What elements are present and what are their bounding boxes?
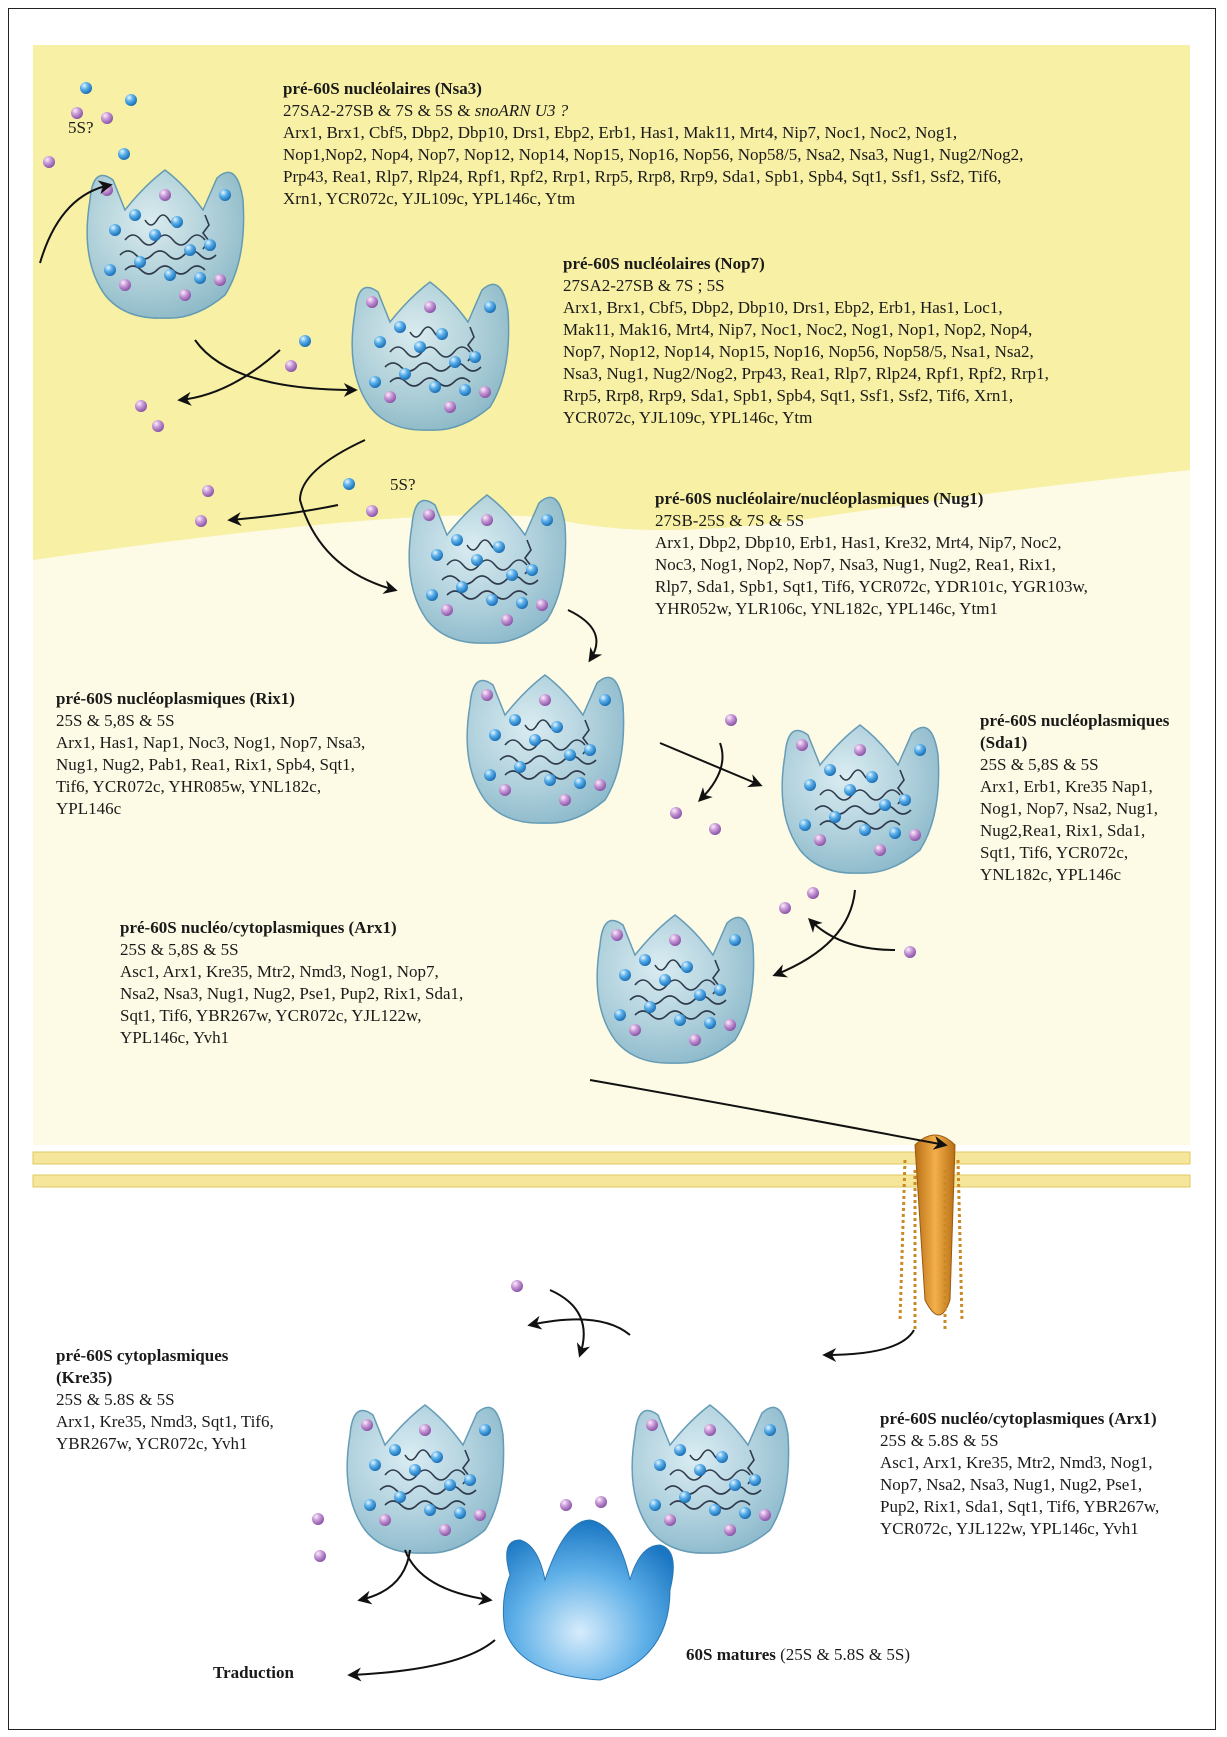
protein-line: Nog1, Nop7, Nsa2, Nug1,: [980, 798, 1210, 820]
stage-label-arx1-cytoplasmic: pré-60S nucléo/cytoplasmiques (Arx1) 25S…: [880, 1408, 1210, 1540]
protein-line: YHR052w, YLR106c, YNL182c, YPL146c, Ytm1: [655, 598, 1195, 620]
rna-species: 25S & 5,8S & 5S: [120, 939, 570, 961]
stage-label-nsa3: pré-60S nucléolaires (Nsa3) 27SA2-27SB &…: [283, 78, 1203, 210]
pre60s-particle-arx1-cyto: [632, 1405, 788, 1553]
rna-species: 27SA2-27SB & 7S & 5S & snoARN U3 ?: [283, 100, 1203, 122]
stage-title: pré-60S nucléo/cytoplasmiques (Arx1): [880, 1408, 1210, 1430]
protein-line: YPL146c: [56, 798, 456, 820]
rna-species: 25S & 5,8S & 5S: [56, 710, 456, 732]
protein-line: Arx1, Brx1, Cbf5, Dbp2, Dbp10, Drs1, Ebp…: [563, 297, 1183, 319]
protein-line: YNL182c, YPL146c: [980, 864, 1210, 886]
protein-line: YPL146c, Yvh1: [120, 1027, 570, 1049]
protein-line: Nsa2, Nsa3, Nug1, Nug2, Pse1, Pup2, Rix1…: [120, 983, 570, 1005]
protein-line: Noc3, Nog1, Nop2, Nop7, Nsa3, Nug1, Nug2…: [655, 554, 1195, 576]
pre60s-particle-nug1: [409, 495, 565, 643]
protein-line: Asc1, Arx1, Kre35, Mtr2, Nmd3, Nog1, Nop…: [120, 961, 570, 983]
protein-line: Nug2,Rea1, Rix1, Sda1,: [980, 820, 1210, 842]
protein-line: Nsa3, Nug1, Nug2/Nog2, Prp43, Rea1, Rlp7…: [563, 363, 1183, 385]
stage-title: (Kre35): [56, 1367, 356, 1389]
protein-line: YCR072c, YJL122w, YPL146c, Yvh1: [880, 1518, 1210, 1540]
stage-title: pré-60S nucléolaires (Nsa3): [283, 78, 1203, 100]
rna-species: 25S & 5,8S & 5S: [980, 754, 1210, 776]
stage-title: pré-60S nucléoplasmiques (Rix1): [56, 688, 456, 710]
protein-line: Arx1, Erb1, Kre35 Nap1,: [980, 776, 1210, 798]
label-5s-question: 5S?: [390, 475, 416, 495]
protein-line: Nop1,Nop2, Nop4, Nop7, Nop12, Nop14, Nop…: [283, 144, 1203, 166]
protein-line: YCR072c, YJL109c, YPL146c, Ytm: [563, 407, 1183, 429]
protein-line: Asc1, Arx1, Kre35, Mtr2, Nmd3, Nog1,: [880, 1452, 1210, 1474]
stage-label-nug1: pré-60S nucléolaire/nucléoplasmiques (Nu…: [655, 488, 1195, 620]
rna-species: 25S & 5.8S & 5S: [56, 1389, 356, 1411]
protein-line: Arx1, Dbp2, Dbp10, Erb1, Has1, Kre32, Mr…: [655, 532, 1195, 554]
pre60s-particle-rix1: [467, 675, 623, 823]
protein-line: Tif6, YCR072c, YHR085w, YNL182c,: [56, 776, 456, 798]
stage-title: pré-60S nucléolaires (Nop7): [563, 253, 1183, 275]
protein-line: Xrn1, YCR072c, YJL109c, YPL146c, Ytm: [283, 188, 1203, 210]
stage-title: pré-60S nucléo/cytoplasmiques (Arx1): [120, 917, 570, 939]
pre60s-particle-sda1: [782, 725, 938, 873]
rna-species: 27SA2-27SB & 7S ; 5S: [563, 275, 1183, 297]
rna-species: 25S & 5.8S & 5S: [880, 1430, 1210, 1452]
protein-line: Sqt1, Tif6, YBR267w, YCR072c, YJL122w,: [120, 1005, 570, 1027]
protein-line: Sqt1, Tif6, YCR072c,: [980, 842, 1210, 864]
protein-line: Prp43, Rea1, Rlp7, Rlp24, Rpf1, Rpf2, Rr…: [283, 166, 1203, 188]
protein-line: Arx1, Has1, Nap1, Noc3, Nog1, Nop7, Nsa3…: [56, 732, 456, 754]
pre60s-particle-nop7: [352, 282, 508, 430]
stage-label-rix1: pré-60S nucléoplasmiques (Rix1) 25S & 5,…: [56, 688, 456, 820]
protein-line: Mak11, Mak16, Mrt4, Nip7, Noc1, Noc2, No…: [563, 319, 1183, 341]
stage-label-arx1-nuclear: pré-60S nucléo/cytoplasmiques (Arx1) 25S…: [120, 917, 570, 1049]
rna-species: 27SB-25S & 7S & 5S: [655, 510, 1195, 532]
translation-label: Traduction: [213, 1663, 294, 1683]
protein-line: Rrp5, Rrp8, Rrp9, Sda1, Spb1, Spb4, Sqt1…: [563, 385, 1183, 407]
stage-title: pré-60S nucléolaire/nucléoplasmiques (Nu…: [655, 488, 1195, 510]
mature-60s-label: 60S matures (25S & 5.8S & 5S): [686, 1645, 910, 1665]
label-5s-question: 5S?: [68, 118, 94, 138]
pre60s-particle-kre35: [347, 1405, 503, 1553]
pre60s-particle-nsa3: [87, 170, 243, 318]
protein-line: Arx1, Brx1, Cbf5, Dbp2, Dbp10, Drs1, Ebp…: [283, 122, 1203, 144]
stage-label-sda1: pré-60S nucléoplasmiques (Sda1) 25S & 5,…: [980, 710, 1210, 886]
stage-label-kre35: pré-60S cytoplasmiques (Kre35) 25S & 5.8…: [56, 1345, 356, 1455]
protein-line: Pup2, Rix1, Sda1, Sqt1, Tif6, YBR267w,: [880, 1496, 1210, 1518]
protein-line: Nop7, Nsa2, Nsa3, Nug1, Nug2, Pse1,: [880, 1474, 1210, 1496]
stage-label-nop7: pré-60S nucléolaires (Nop7) 27SA2-27SB &…: [563, 253, 1183, 429]
stage-title: (Sda1): [980, 732, 1210, 754]
pre60s-particle-arx1: [597, 915, 753, 1063]
protein-line: Nug1, Nug2, Pab1, Rea1, Rix1, Spb4, Sqt1…: [56, 754, 456, 776]
stage-title: pré-60S cytoplasmiques: [56, 1345, 356, 1367]
protein-line: YBR267w, YCR072c, Yvh1: [56, 1433, 356, 1455]
stage-title: pré-60S nucléoplasmiques: [980, 710, 1210, 732]
protein-line: Nop7, Nop12, Nop14, Nop15, Nop16, Nop56,…: [563, 341, 1183, 363]
mature-60s-subunit: [503, 1520, 673, 1680]
nuclear-envelope: [33, 1152, 1190, 1187]
protein-line: Arx1, Kre35, Nmd3, Sqt1, Tif6,: [56, 1411, 356, 1433]
protein-line: Rlp7, Sda1, Spb1, Sqt1, Tif6, YCR072c, Y…: [655, 576, 1195, 598]
